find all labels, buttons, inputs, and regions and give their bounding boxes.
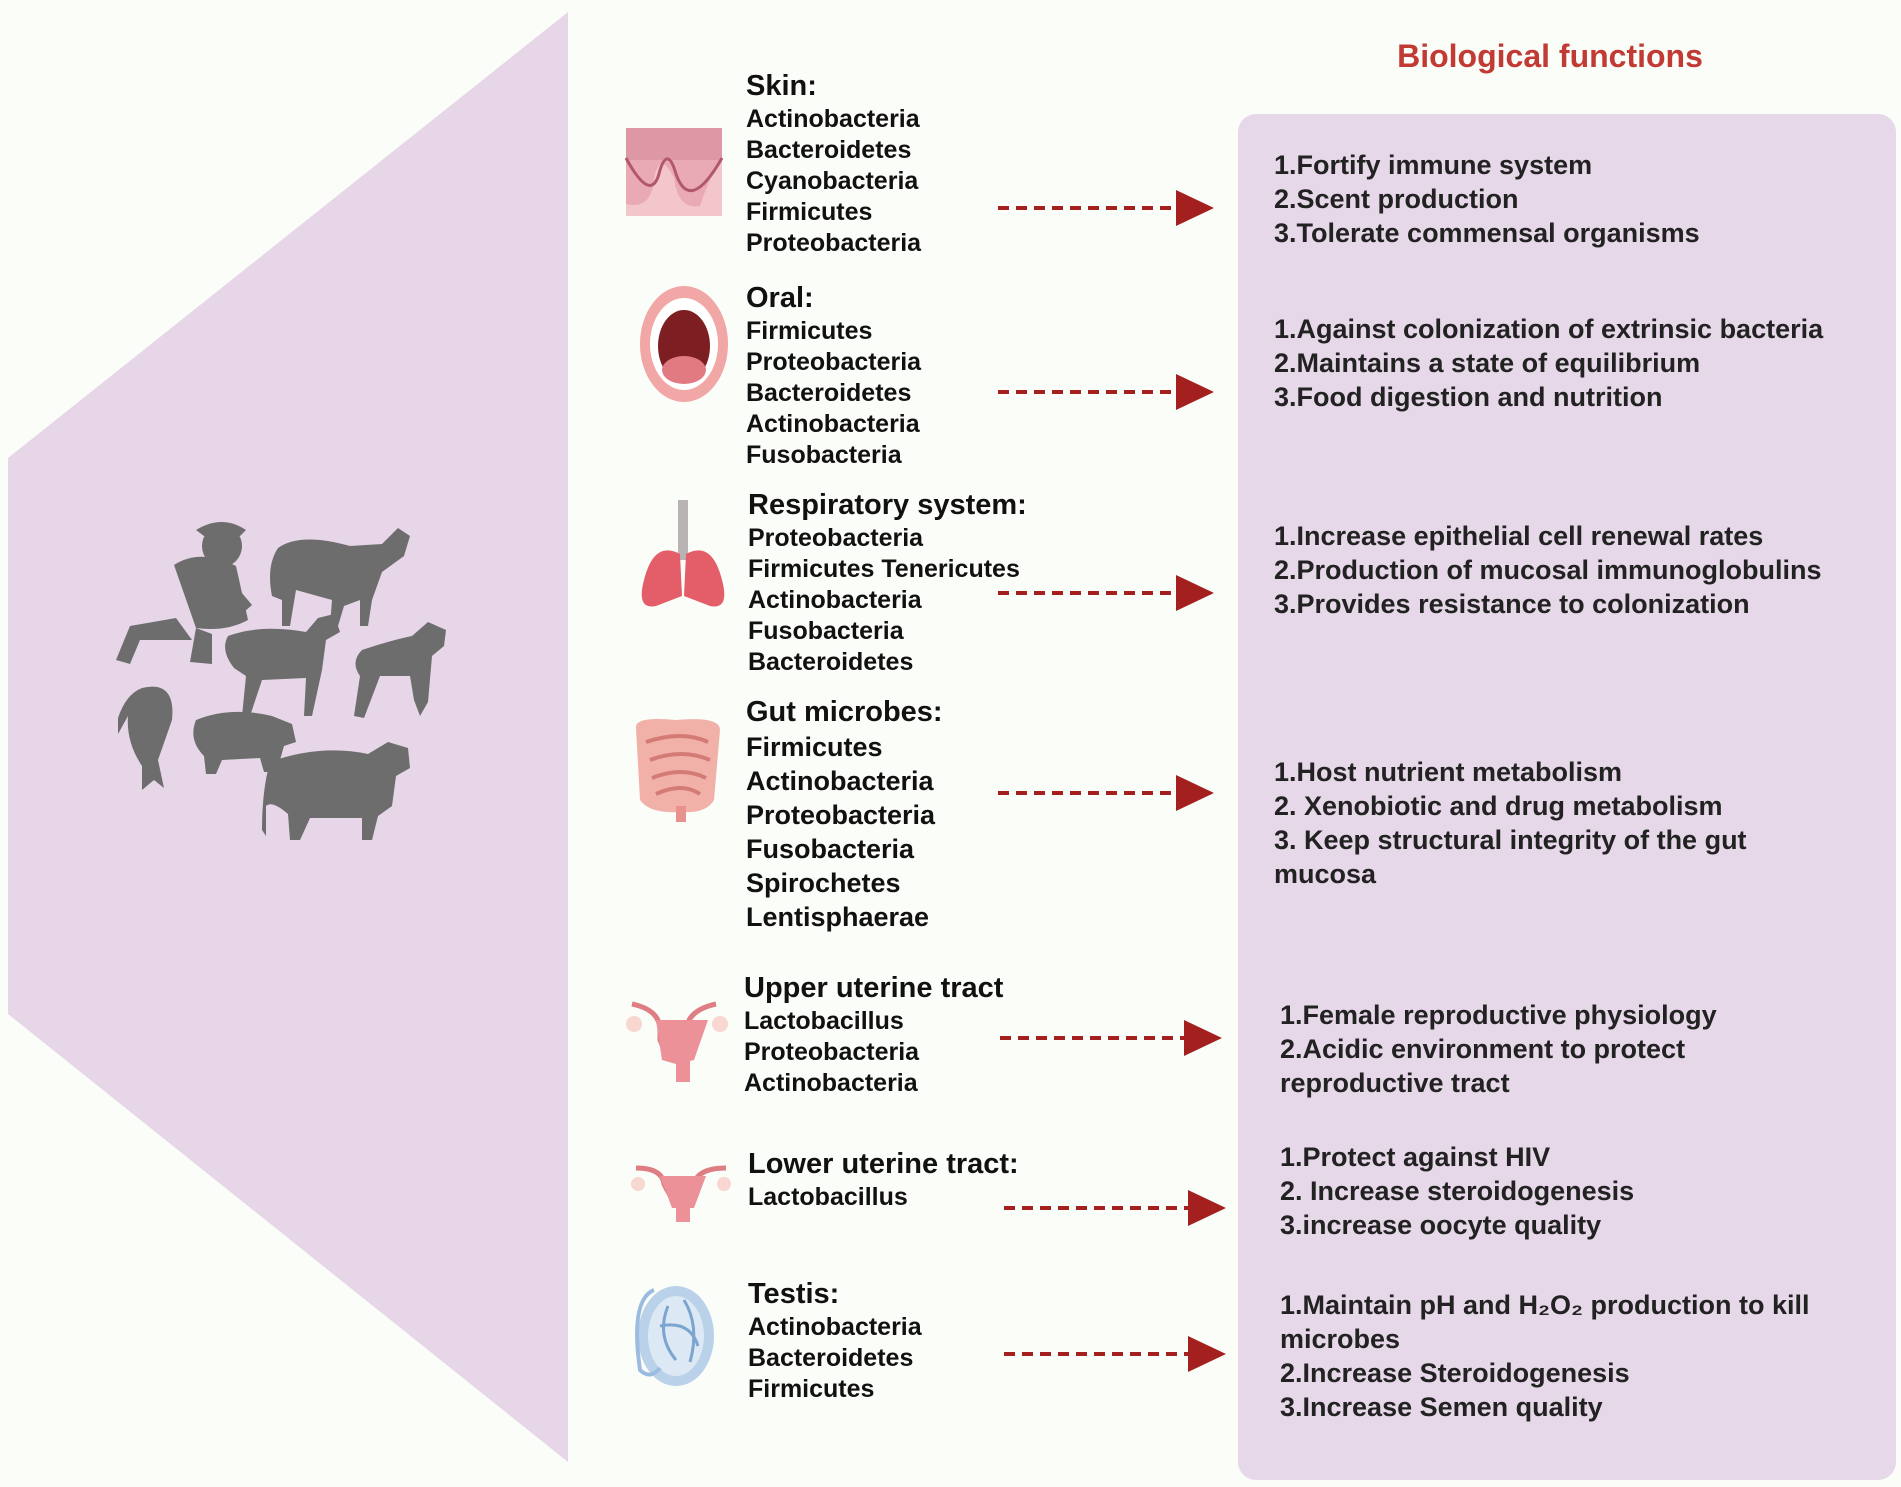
function-item: 1.Protect against HIV	[1280, 1142, 1551, 1172]
functions-oral: 1.Against colonization of extrinsic bact…	[1274, 312, 1874, 414]
bacteria-item: Fusobacteria	[748, 617, 904, 645]
bacteria-item: Actinobacteria	[748, 586, 922, 614]
bacteria-item: Actinobacteria	[744, 1069, 918, 1097]
function-item: 1.Fortify immune system	[1274, 150, 1593, 180]
function-item: 3.Increase Semen quality	[1280, 1392, 1603, 1422]
testis-icon	[635, 1286, 714, 1386]
arrow-lower-uterine	[1004, 1190, 1226, 1226]
functions-panel	[1238, 114, 1896, 1480]
function-item: 3.increase oocyte quality	[1280, 1210, 1602, 1240]
lungs-icon	[641, 500, 725, 607]
bacteria-item: Firmicutes	[746, 198, 873, 226]
arrow-respiratory	[998, 575, 1214, 611]
bacteria-item: Proteobacteria	[746, 348, 922, 376]
bacteria-item: Spirochetes	[746, 868, 901, 898]
bacteria-item: Bacteroidetes	[748, 648, 914, 676]
organ-name: Skin:	[746, 70, 817, 102]
function-item: 1.Increase epithelial cell renewal rates	[1274, 521, 1764, 551]
skin-icon	[624, 128, 724, 216]
bacteria-item: Firmicutes Tenericutes	[748, 555, 1020, 583]
functions-testis: 1.Maintain pH and H₂O₂ production to kil…	[1280, 1288, 1880, 1424]
arrow-skin	[998, 190, 1214, 226]
bacteria-item: Bacteroidetes	[746, 379, 912, 407]
function-item: mucosa	[1274, 859, 1377, 889]
bacteria-item: Cyanobacteria	[746, 167, 919, 195]
bacteria-item: Fusobacteria	[746, 441, 902, 469]
intestine-icon	[635, 719, 720, 822]
function-item: 3. Keep structural integrity of the gut	[1274, 825, 1747, 855]
organ-name: Respiratory system:	[748, 489, 1027, 521]
bacteria-item: Proteobacteria	[746, 229, 922, 257]
bacteria-item: Lactobacillus	[744, 1007, 904, 1035]
bacteria-item: Proteobacteria	[744, 1038, 920, 1066]
arrow-gut	[998, 775, 1214, 811]
function-item: microbes	[1280, 1324, 1401, 1354]
arrow-upper-uterine	[1000, 1020, 1222, 1056]
bacteria-item: Firmicutes	[746, 732, 883, 762]
function-item: 2. Xenobiotic and drug metabolism	[1274, 791, 1723, 821]
organ-name: Testis:	[748, 1278, 840, 1310]
function-item: 2.Increase Steroidogenesis	[1280, 1358, 1630, 1388]
function-item: 2.Production of mucosal immunoglobulins	[1274, 555, 1822, 585]
biological-functions-title: Biological functions	[1397, 38, 1703, 74]
function-item: 2.Scent production	[1274, 184, 1519, 214]
functions-gut: 1.Host nutrient metabolism 2. Xenobiotic…	[1274, 755, 1874, 891]
function-item: 3.Tolerate commensal organisms	[1274, 218, 1700, 248]
arrows	[998, 190, 1226, 1372]
organ-name: Gut microbes:	[746, 696, 943, 728]
bacteria-item: Lactobacillus	[748, 1183, 908, 1211]
arrow-oral	[998, 374, 1214, 410]
bacteria-item: Bacteroidetes	[746, 136, 912, 164]
bacteria-item: Actinobacteria	[746, 766, 934, 796]
organ-respiratory: Respiratory system: Proteobacteria Firmi…	[748, 487, 1027, 678]
organ-name: Upper uterine tract	[744, 972, 1004, 1004]
function-item: 1.Female reproductive physiology	[1280, 1000, 1717, 1030]
functions-lower-uterine-tract: 1.Protect against HIV 2. Increase steroi…	[1280, 1140, 1880, 1242]
organ-name: Oral:	[746, 282, 814, 314]
bacteria-item: Actinobacteria	[746, 105, 920, 133]
functions-skin: 1.Fortify immune system 2.Scent producti…	[1274, 148, 1874, 250]
function-item: 1.Against colonization of extrinsic bact…	[1274, 314, 1824, 344]
bacteria-item: Actinobacteria	[746, 410, 920, 438]
function-item: 2. Increase steroidogenesis	[1280, 1176, 1635, 1206]
functions-upper-uterine-tract: 1.Female reproductive physiology 2.Acidi…	[1280, 998, 1880, 1100]
uterus-icon	[626, 1001, 728, 1082]
bacteria-item: Lentisphaerae	[746, 902, 930, 932]
bacteria-item: Fusobacteria	[746, 834, 915, 864]
mouth-icon	[640, 286, 728, 402]
function-item: 1.Maintain pH and H₂O₂ production to kil…	[1280, 1290, 1810, 1320]
function-item: reproductive tract	[1280, 1068, 1510, 1098]
animals-and-human-silhouettes-icon	[116, 522, 446, 840]
bacteria-item: Bacteroidetes	[748, 1344, 914, 1372]
arrow-testis	[1004, 1336, 1226, 1372]
organ-gut: Gut microbes: Firmicutes Actinobacteria …	[746, 694, 943, 934]
organ-upper-uterine-tract: Upper uterine tract Lactobacillus Proteo…	[744, 970, 1003, 1099]
organ-oral: Oral: Firmicutes Proteobacteria Bacteroi…	[746, 280, 921, 471]
bacteria-item: Actinobacteria	[748, 1313, 922, 1341]
organ-skin: Skin: Actinobacteria Bacteroidetes Cyano…	[746, 68, 921, 259]
bacteria-item: Firmicutes	[746, 317, 873, 345]
bacteria-item: Proteobacteria	[748, 524, 924, 552]
functions-respiratory: 1.Increase epithelial cell renewal rates…	[1274, 519, 1874, 621]
function-item: 2.Maintains a state of equilibrium	[1274, 348, 1701, 378]
bacteria-item: Firmicutes	[748, 1375, 875, 1403]
organ-testis: Testis: Actinobacteria Bacteroidetes Fir…	[748, 1276, 922, 1405]
bacteria-item: Proteobacteria	[746, 800, 936, 830]
function-item: 2.Acidic environment to protect	[1280, 1034, 1686, 1064]
organ-name: Lower uterine tract:	[748, 1148, 1019, 1180]
function-item: 3.Food digestion and nutrition	[1274, 382, 1663, 412]
function-item: 1.Host nutrient metabolism	[1274, 757, 1623, 787]
uterus-small-icon	[631, 1165, 731, 1222]
function-item: 3.Provides resistance to colonization	[1274, 589, 1750, 619]
organ-lower-uterine-tract: Lower uterine tract: Lactobacillus	[748, 1146, 1019, 1213]
